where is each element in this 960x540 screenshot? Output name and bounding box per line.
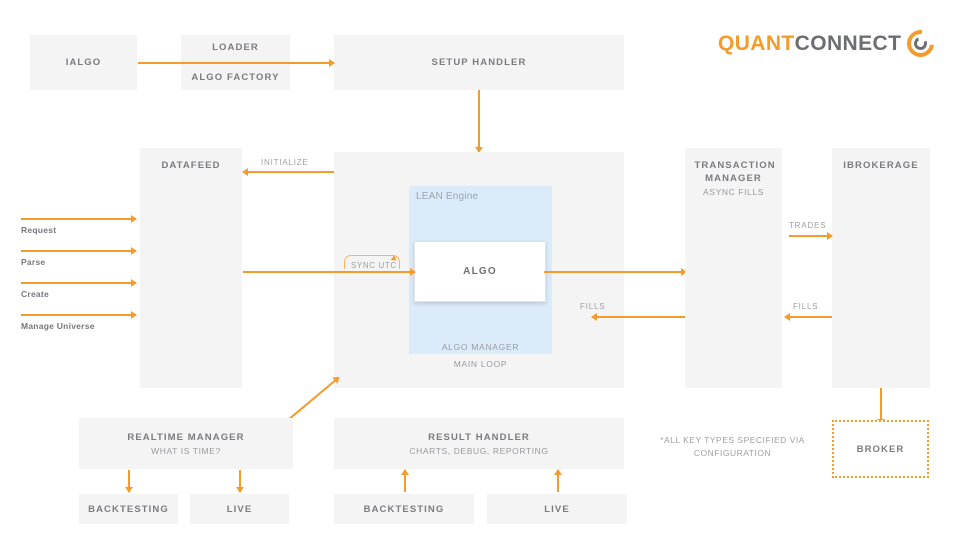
algo-manager-label: ALGO MANAGER	[441, 342, 520, 352]
box-realtime-backtesting[interactable]: BACKTESTING	[79, 494, 178, 524]
box-loader-title: LOADER	[212, 42, 259, 53]
box-result-backtesting[interactable]: BACKTESTING	[334, 494, 474, 524]
box-setup-handler[interactable]: SETUP HANDLER	[334, 35, 624, 90]
arrow-datafeed-to-algo-head	[390, 271, 415, 273]
logo-word-connect: CONNECT	[794, 31, 902, 55]
arrow-fills-to-engine	[592, 316, 686, 318]
arrow-realtime-manager-to-main-loop	[287, 376, 340, 421]
arrow-trades	[789, 235, 832, 237]
label-input-parse: Parse	[21, 257, 46, 267]
logo-word-quant: QUANT	[718, 31, 795, 55]
box-algo[interactable]: ALGO	[414, 241, 546, 302]
box-datafeed-title: DATAFEED	[161, 160, 221, 171]
box-realtime-backtesting-title: BACKTESTING	[88, 503, 169, 515]
label-fills-center: FILLS	[580, 302, 606, 311]
arrow-input-manage-universe	[21, 314, 136, 316]
label-input-create: Create	[21, 289, 49, 299]
box-broker[interactable]: BROKER	[832, 420, 929, 478]
arrow-fills-right	[785, 316, 832, 318]
arrow-backtesting-to-result-handler	[404, 470, 406, 492]
label-initialize: INITIALIZE	[261, 158, 309, 167]
box-broker-title: BROKER	[856, 443, 905, 455]
arrow-ibrokerage-to-broker	[880, 388, 882, 424]
lean-engine-label: LEAN Engine	[416, 191, 479, 202]
box-realtime-live-title: LIVE	[226, 503, 253, 515]
arrow-ialgo-to-setup-handler	[138, 62, 334, 64]
box-ibrokerage-title: IBROKERAGE	[843, 160, 919, 171]
box-transaction-manager[interactable]: TRANSACTION MANAGER ASYNC FILLS	[685, 148, 782, 388]
box-setup-handler-title: SETUP HANDLER	[431, 57, 527, 68]
arrow-algo-to-transaction-manager	[544, 271, 686, 273]
main-loop-label: MAIN LOOP	[453, 359, 508, 369]
box-result-handler-title: RESULT HANDLER	[428, 432, 530, 443]
box-ialgo-title: IALGO	[65, 57, 102, 68]
box-algo-title: ALGO	[463, 266, 497, 277]
label-sync-utc: SYNC UTC	[351, 261, 397, 270]
footnote-key-types: *ALL KEY TYPES SPECIFIED VIA CONFIGURATI…	[660, 435, 805, 458]
box-loader-subtitle: ALGO FACTORY	[191, 72, 280, 83]
quantconnect-logo: QUANT CONNECT	[718, 24, 940, 63]
arrow-input-request	[21, 218, 136, 220]
arrow-input-parse	[21, 250, 136, 252]
box-ialgo[interactable]: IALGO	[30, 35, 137, 90]
arrow-realtime-to-backtesting	[128, 470, 130, 492]
label-fills-right: FILLS	[793, 302, 819, 311]
label-trades: TRADES	[789, 221, 827, 230]
box-ibrokerage[interactable]: IBROKERAGE	[832, 148, 930, 388]
arrow-setup-handler-to-engine	[478, 90, 480, 152]
label-input-request: Request	[21, 225, 57, 235]
box-result-handler[interactable]: RESULT HANDLER CHARTS, DEBUG, REPORTING	[334, 418, 624, 469]
arrow-realtime-to-live	[239, 470, 241, 492]
box-result-live[interactable]: LIVE	[487, 494, 627, 524]
box-transaction-manager-subtitle: ASYNC FILLS	[703, 187, 764, 197]
box-realtime-manager-title: REALTIME MANAGER	[127, 432, 245, 443]
box-realtime-manager[interactable]: REALTIME MANAGER WHAT IS TIME?	[79, 418, 293, 469]
arrow-initialize	[243, 171, 334, 173]
arrow-input-create	[21, 282, 136, 284]
arrow-datafeed-to-algo-line	[243, 271, 414, 273]
box-result-backtesting-title: BACKTESTING	[363, 503, 445, 515]
box-result-live-title: LIVE	[544, 503, 570, 515]
arrow-live-to-result-handler	[557, 470, 559, 492]
box-realtime-manager-subtitle: WHAT IS TIME?	[151, 446, 221, 456]
box-result-handler-subtitle: CHARTS, DEBUG, REPORTING	[409, 446, 549, 456]
box-datafeed[interactable]: DATAFEED	[140, 148, 242, 388]
box-transaction-manager-title: TRANSACTION MANAGER	[694, 160, 776, 184]
label-input-manage-universe: Manage Universe	[21, 321, 95, 331]
box-realtime-live[interactable]: LIVE	[190, 494, 289, 524]
circular-arrow-icon	[901, 24, 940, 63]
